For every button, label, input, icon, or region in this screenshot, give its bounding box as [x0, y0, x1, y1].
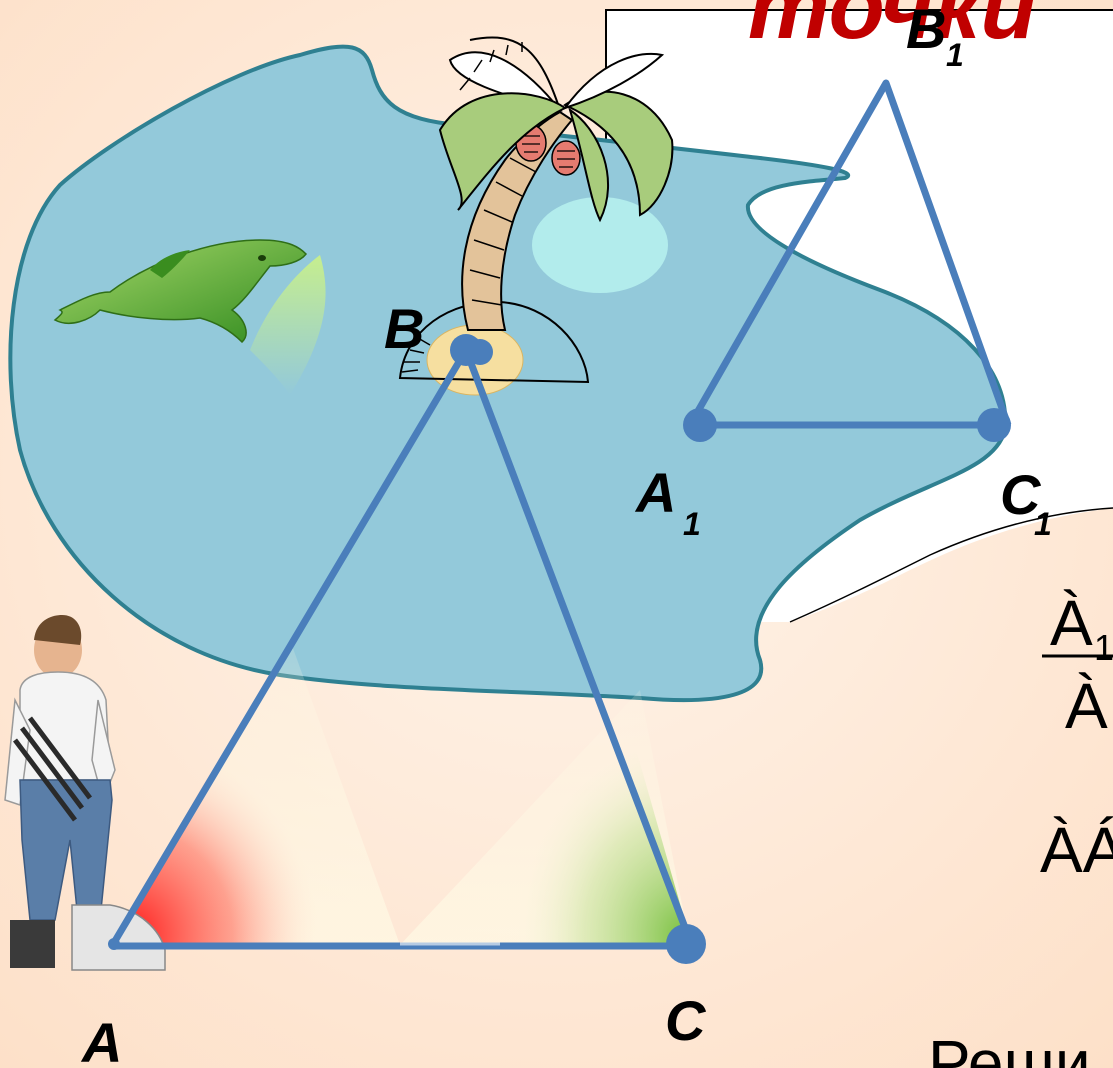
- formula-numerator-sub: 1: [1094, 627, 1113, 668]
- label-a1-subscript: 1: [683, 506, 701, 542]
- palm-island-illustration: [398, 36, 674, 396]
- label-b1-subscript: 1: [946, 37, 964, 73]
- point-c1-marker: [977, 408, 1011, 442]
- point-c-marker: [666, 924, 706, 964]
- point-a-marker: [108, 938, 120, 950]
- angle-c-highlight: [516, 735, 692, 946]
- label-a1: A: [634, 461, 676, 524]
- point-a1-marker: [683, 408, 717, 442]
- triangle-abc: [108, 334, 706, 964]
- label-c: C: [665, 989, 707, 1052]
- formula-line2: ÀÁ: [1040, 814, 1113, 886]
- label-a: A: [80, 1011, 122, 1068]
- point-b-marker-2: [467, 339, 493, 365]
- title-fragment: точки: [748, 0, 1037, 58]
- label-b: B: [384, 297, 424, 360]
- island-shallow: [532, 197, 668, 293]
- triangle-a1b1c1: [683, 79, 1012, 442]
- white-panel-curve: [789, 507, 1113, 623]
- formula-numerator: À: [1050, 587, 1093, 659]
- formula-denominator: À: [1065, 670, 1108, 742]
- angle-a-highlight: [112, 728, 322, 946]
- bottom-text: Реши: [928, 1027, 1091, 1068]
- label-c1-subscript: 1: [1034, 506, 1052, 542]
- dolphin-illustration: [53, 239, 326, 395]
- label-b1: B: [906, 0, 946, 60]
- label-c1: C: [1000, 463, 1042, 526]
